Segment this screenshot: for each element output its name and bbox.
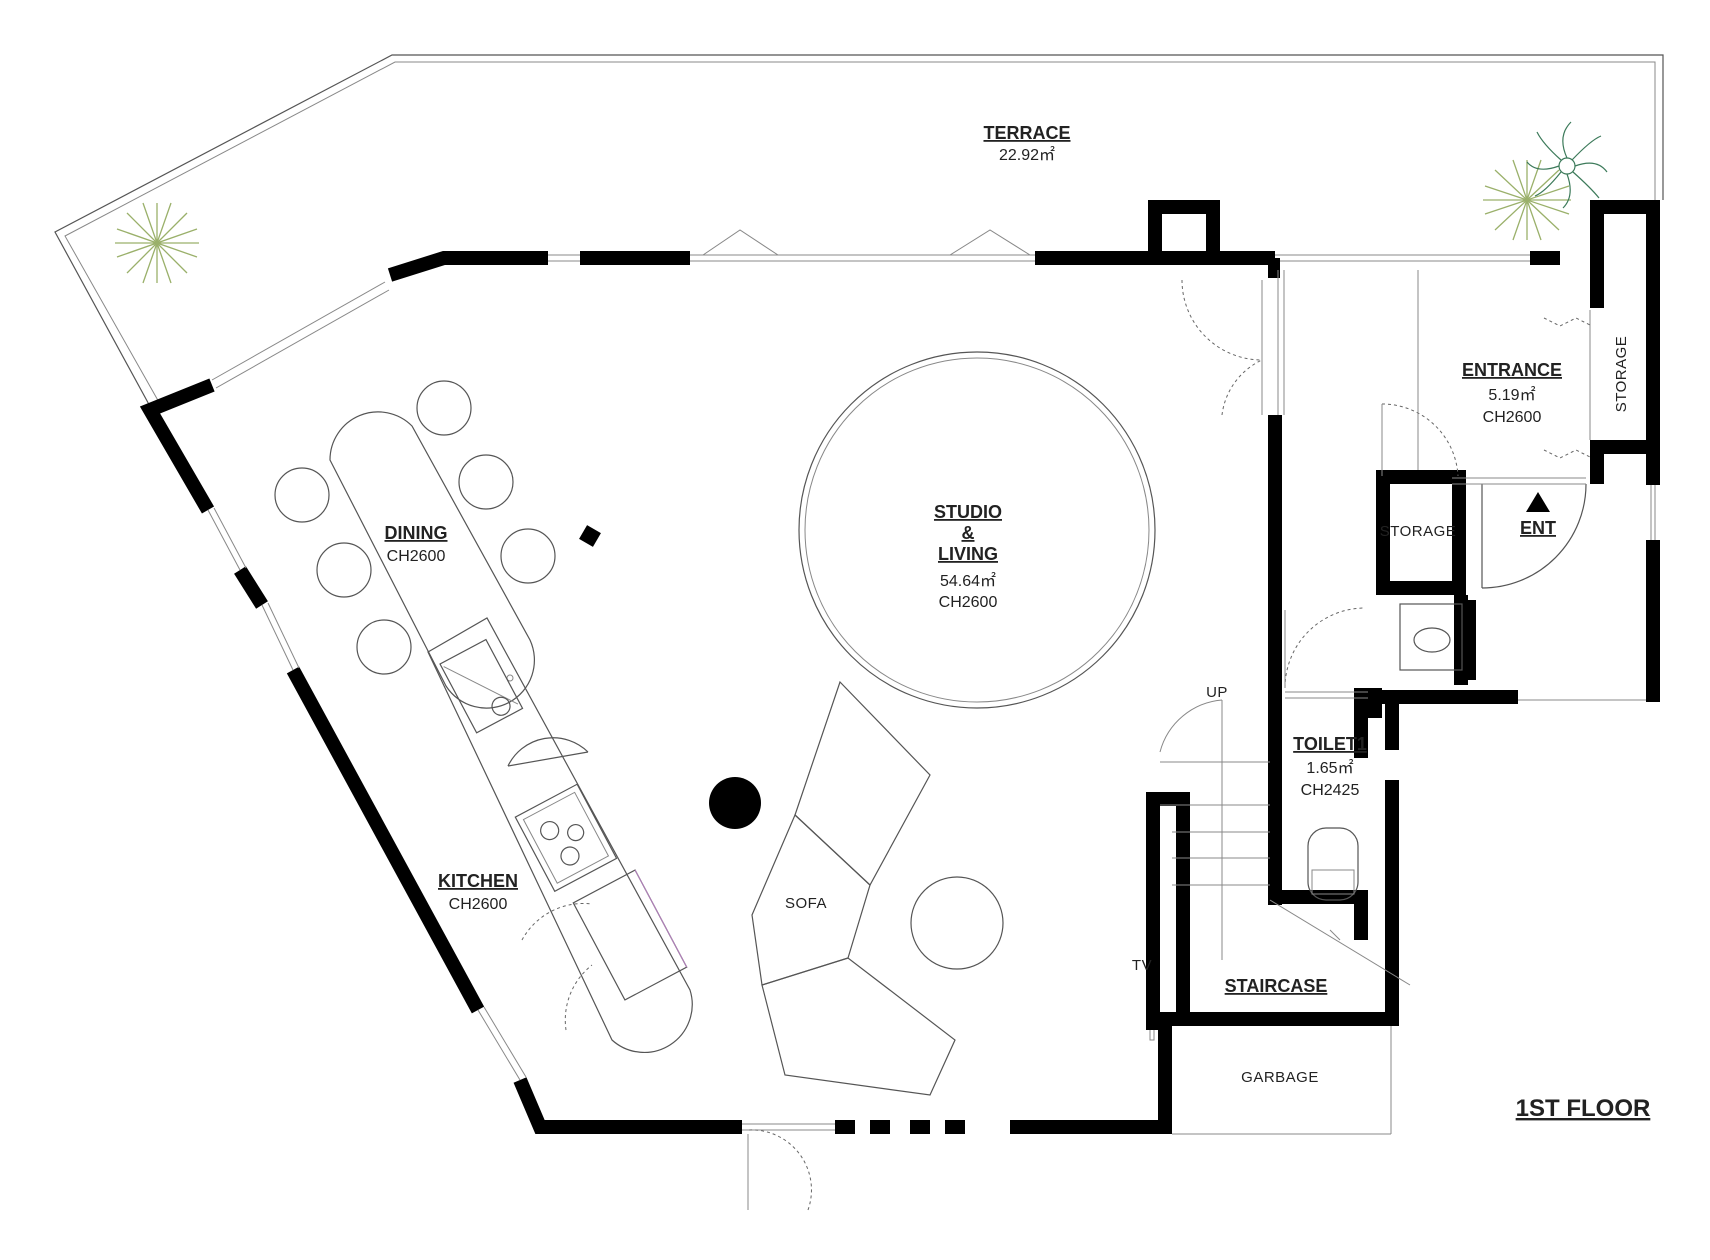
garbage-label: GARBAGE <box>1241 1069 1319 1086</box>
entrance-arrow-icon <box>1526 492 1550 512</box>
floor-title: 1ST FLOOR <box>1516 1095 1651 1122</box>
kitchen-counter <box>427 617 693 1054</box>
staircase <box>1146 699 1411 1030</box>
tree-icon <box>115 159 1571 284</box>
terrace-area: 22.92㎡ <box>999 146 1055 164</box>
tree-icon <box>1526 121 1608 209</box>
kitchen-ceiling: CH2600 <box>449 896 508 913</box>
toilet-label: TOILET1 <box>1293 734 1367 754</box>
entrance-storage-marks <box>1417 270 1593 470</box>
exterior-walls <box>139 200 1660 1134</box>
entrance-area: 5.19㎡ <box>1488 386 1535 404</box>
entrance-label: ENTRANCE <box>1462 360 1562 380</box>
toilet-area: 1.65㎡ <box>1306 759 1353 777</box>
dining-label: DINING <box>385 523 448 543</box>
terrace-label: TERRACE <box>983 123 1070 143</box>
studio-ampersand: & <box>962 523 975 543</box>
dining-ceiling: CH2600 <box>387 548 446 565</box>
pillar <box>709 777 761 829</box>
kitchen-cabinet <box>572 869 688 1001</box>
doors <box>521 270 1587 1211</box>
windows <box>207 229 1656 1131</box>
stove <box>514 783 618 893</box>
toilet <box>1307 827 1359 901</box>
studio-area: 54.64㎡ <box>940 572 996 590</box>
up-label: UP <box>1206 684 1228 701</box>
column <box>579 525 601 547</box>
sofa <box>751 680 1004 1096</box>
washbasin <box>1399 603 1463 671</box>
ent-label: ENT <box>1520 518 1556 538</box>
sink <box>439 638 524 734</box>
storage-box-label: STORAGE <box>1380 523 1457 540</box>
round-table <box>798 351 1156 709</box>
toilet-ceiling: CH2425 <box>1301 782 1360 799</box>
kitchen-label: KITCHEN <box>438 871 518 891</box>
staircase-label: STAIRCASE <box>1225 976 1328 996</box>
storage-vertical-label: STORAGE <box>1613 336 1630 413</box>
dining-counter <box>329 411 535 709</box>
living-label: LIVING <box>938 544 998 564</box>
stools <box>274 380 556 675</box>
terrace-outline <box>54 54 1664 411</box>
studio-label: STUDIO <box>934 502 1002 522</box>
sofa-label: SOFA <box>785 895 827 912</box>
tv-label: TV <box>1132 957 1152 974</box>
labels: TERRACE 22.92㎡ STUDIO & LIVING 54.64㎡ CH… <box>385 123 1651 1122</box>
studio-ceiling: CH2600 <box>939 594 998 611</box>
entrance-ceiling: CH2600 <box>1483 409 1542 426</box>
garbage-area <box>1172 1026 1392 1135</box>
interior-walls <box>1146 258 1518 1052</box>
